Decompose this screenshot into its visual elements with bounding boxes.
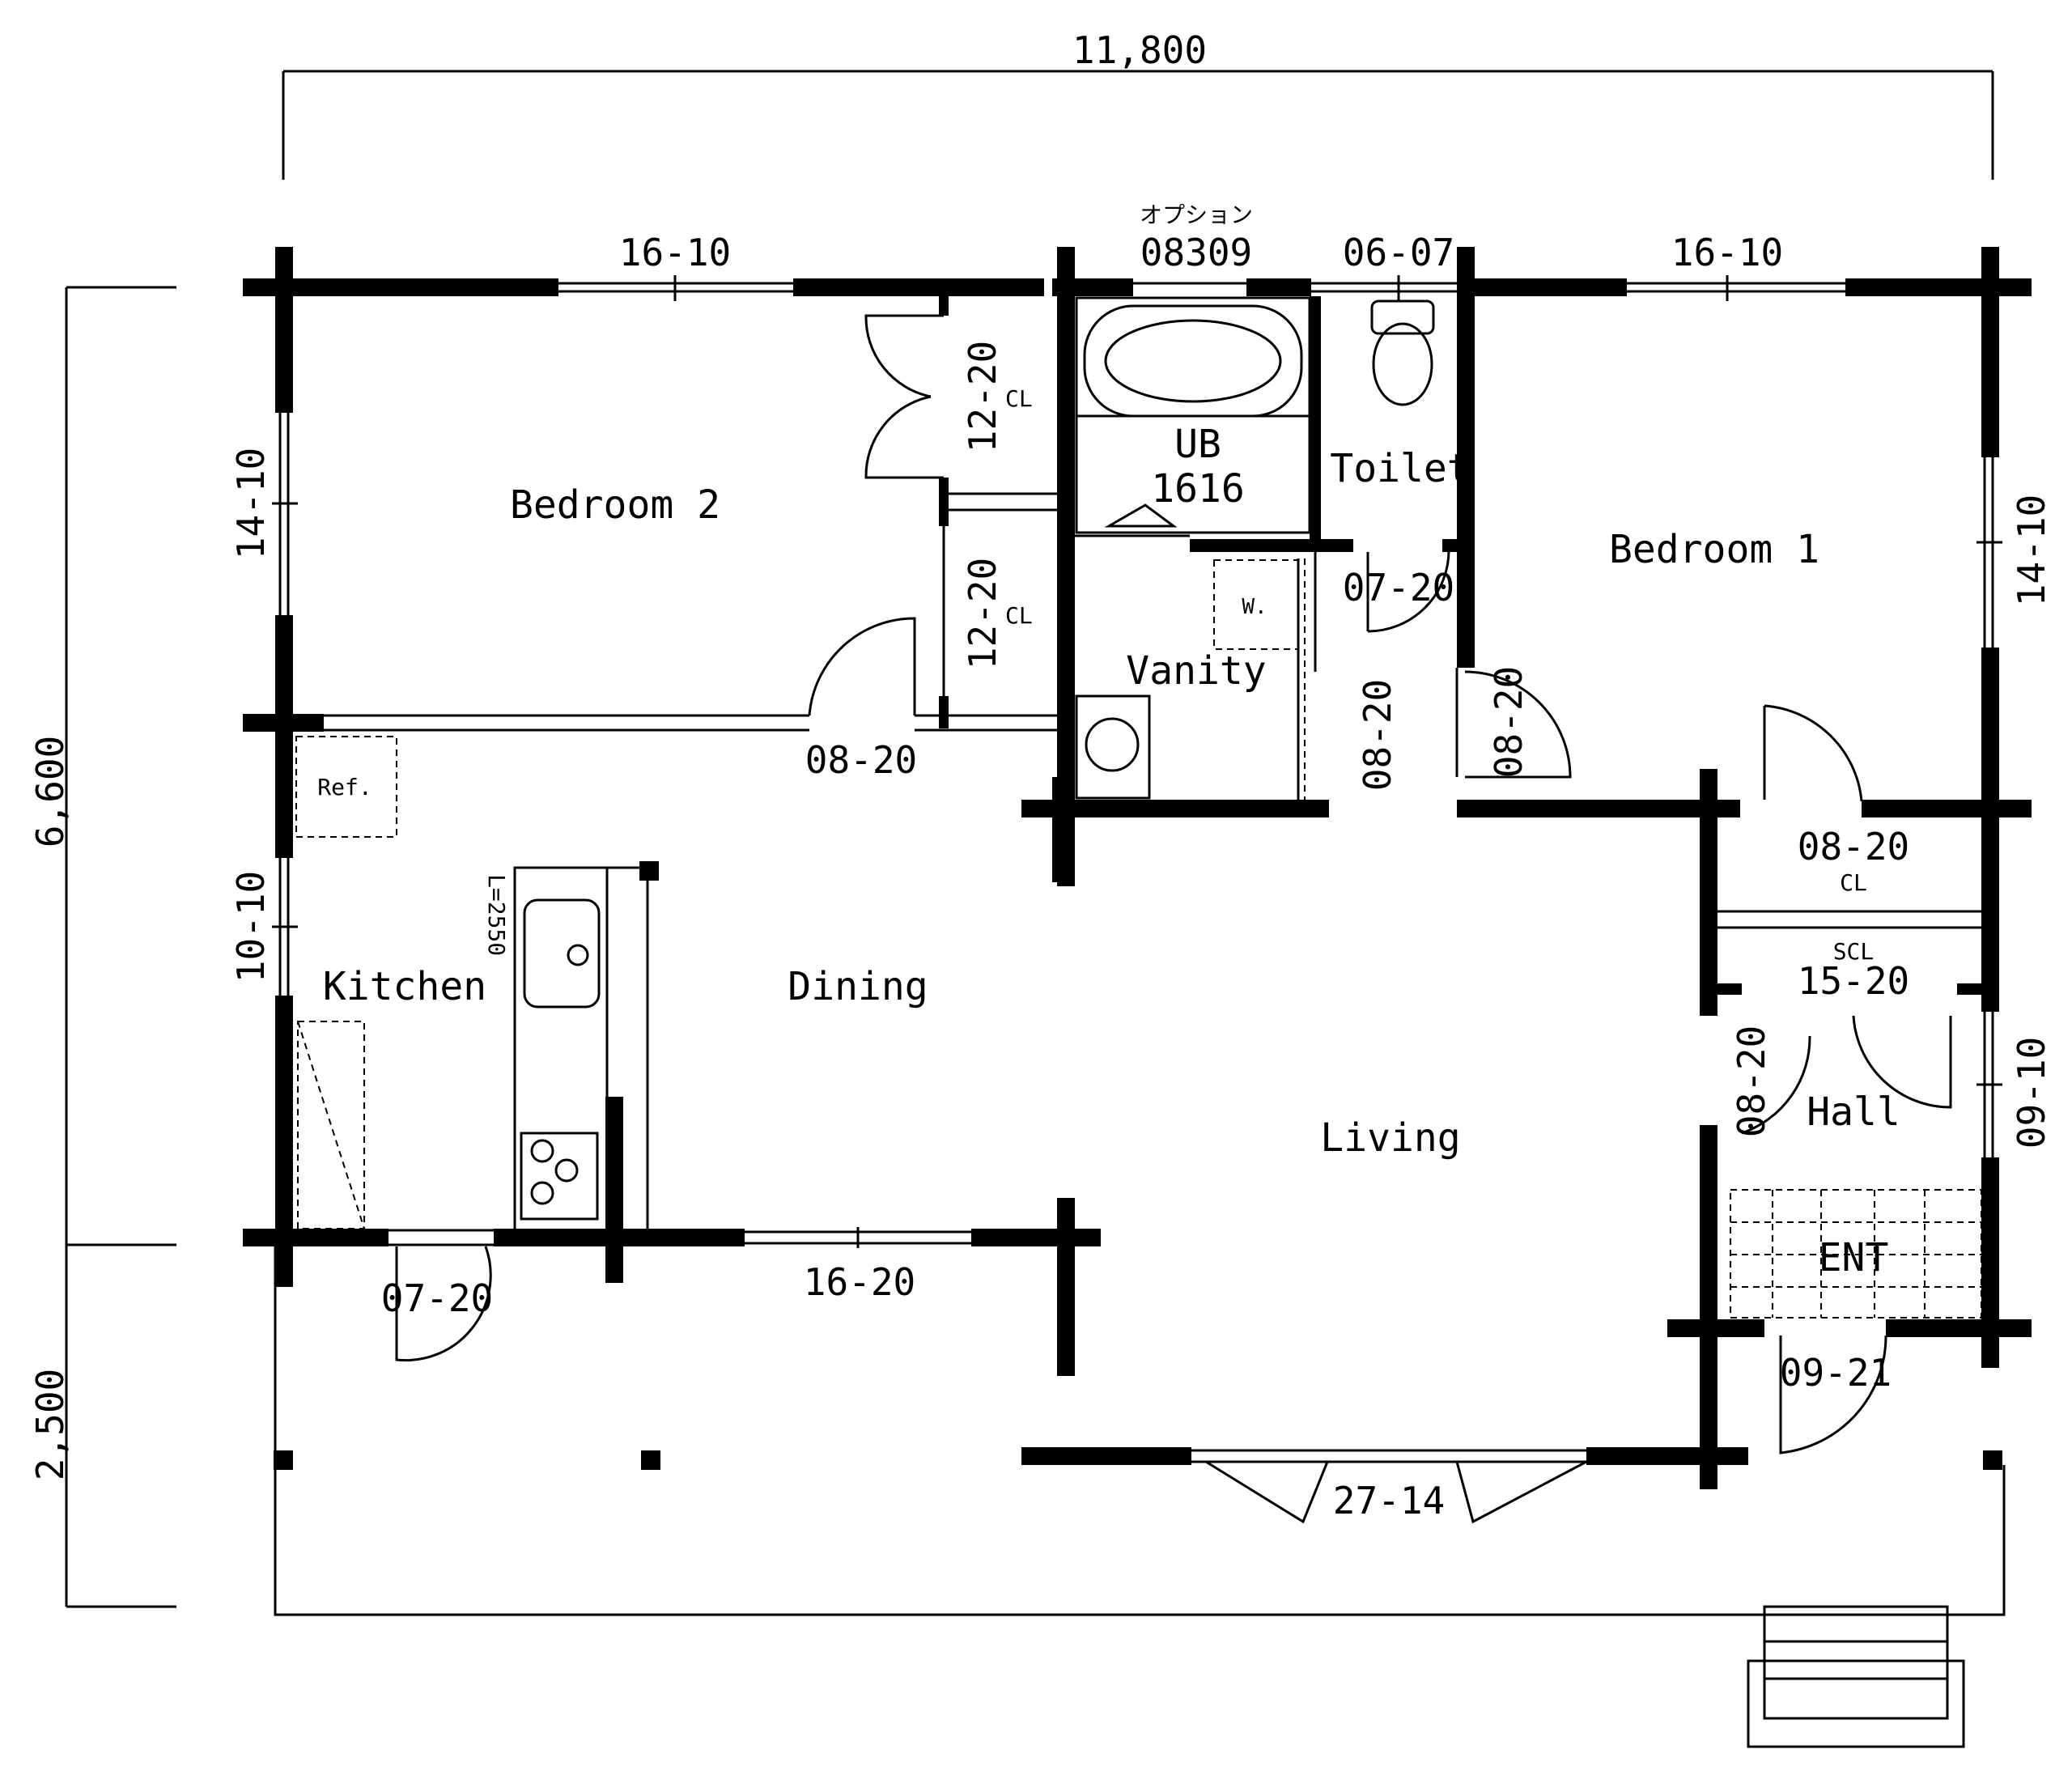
room-label-vanity: Vanity	[1126, 648, 1266, 694]
porch-deck	[274, 1246, 2006, 1616]
room-label-ent: ENT	[1819, 1235, 1889, 1280]
code-win-b2-left: 14-10	[229, 448, 273, 559]
code-option-label: オプション	[1140, 202, 1253, 228]
ref-label: Ref.	[317, 774, 372, 800]
code-win-toilet: 06-07	[1343, 231, 1454, 274]
code-win-b1-right: 14-10	[2010, 495, 2053, 606]
code-cl-bottom: 12-20	[961, 558, 1004, 669]
code-win-hall: 09-10	[2010, 1037, 2053, 1149]
code-cl-top: 12-20	[961, 341, 1004, 452]
toilet-fixture	[1370, 299, 1435, 406]
door-swings	[395, 314, 1952, 1524]
kitchen-counter	[513, 866, 649, 1232]
code-win-b2-top: 16-10	[619, 231, 731, 274]
window-ticks	[272, 275, 2002, 1248]
room-label-toilet: Toilet	[1330, 446, 1470, 491]
code-door-ent: 09-21	[1780, 1351, 1892, 1395]
code-win-kitchen: 10-10	[229, 871, 273, 983]
code-door-toilet: 07-20	[1343, 566, 1454, 609]
sink-fixture	[1075, 694, 1151, 800]
code-door-b1-left: 08-20	[1487, 666, 1531, 778]
room-label-hall: Hall	[1807, 1089, 1900, 1135]
dim-height-main: 6,600	[28, 736, 72, 847]
code-door-b1-cl-sub: CL	[1840, 869, 1867, 896]
entrance-tiles	[1730, 1189, 1982, 1319]
dimension-lines	[65, 70, 1994, 1608]
room-label-dining: Dining	[788, 964, 928, 1009]
room-label-ub: UB	[1174, 422, 1221, 467]
code-door-vanity: 08-20	[1356, 679, 1399, 791]
dim-width-total: 11,800	[1072, 28, 1207, 72]
code-option: 08309	[1140, 231, 1252, 274]
dim-height-porch: 2,500	[28, 1369, 72, 1480]
code-cl-bottom-sub: CL	[1005, 602, 1033, 629]
room-label-living: Living	[1320, 1115, 1460, 1161]
counter-label: L=2550	[483, 874, 510, 956]
code-door-b2: 08-20	[805, 738, 917, 782]
room-label-bedroom2: Bedroom 2	[510, 482, 720, 528]
code-door-kitchen: 07-20	[381, 1276, 493, 1320]
room-label-kitchen: Kitchen	[323, 964, 486, 1009]
entry-steps	[1747, 1605, 1965, 1748]
code-win-b1-top: 16-10	[1671, 231, 1783, 274]
code-scl: 15-20	[1798, 959, 1909, 1003]
kitchen-cabinet	[297, 1021, 365, 1229]
code-scl-sub: SCL	[1833, 938, 1875, 965]
walls	[243, 247, 2032, 1489]
code-door-living: 27-14	[1333, 1479, 1445, 1522]
code-cl-top-sub: CL	[1005, 385, 1033, 412]
room-label-bedroom1: Bedroom 1	[1609, 527, 1819, 572]
ub-code: 1616	[1151, 466, 1245, 512]
code-door-b1-cl: 08-20	[1798, 825, 1909, 868]
ref-space	[295, 736, 397, 838]
code-door-hall: 08-20	[1730, 1026, 1773, 1137]
washer-space	[1213, 559, 1299, 650]
code-win-dining: 16-20	[804, 1260, 915, 1304]
bathtub	[1075, 296, 1311, 534]
washer-label: W.	[1242, 595, 1267, 619]
